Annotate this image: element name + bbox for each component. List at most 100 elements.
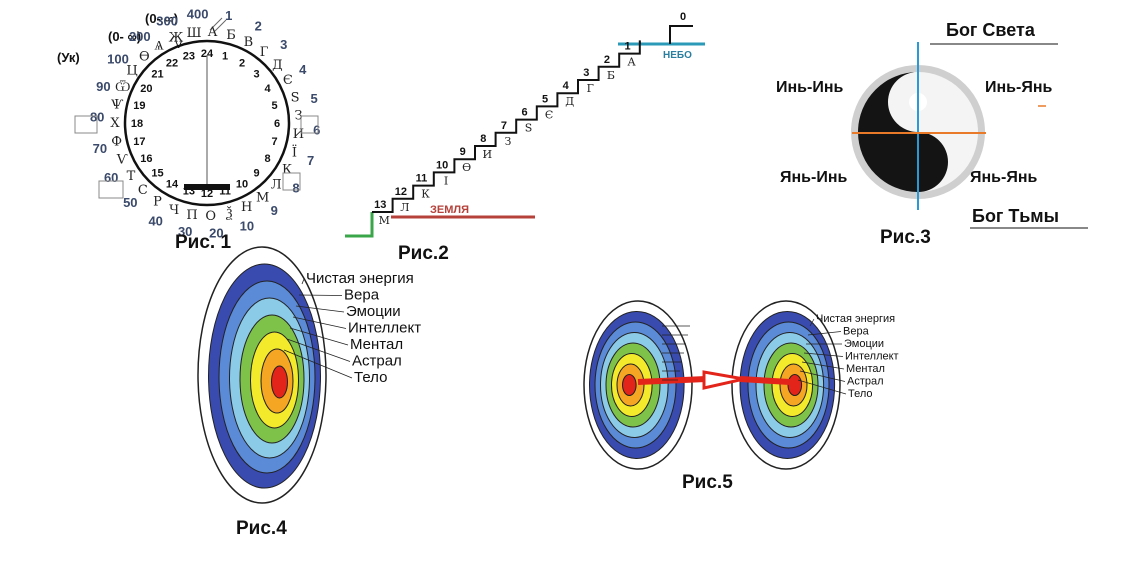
fig1-outer-number: 90 (96, 79, 110, 94)
fig2-caption: Рис.2 (398, 243, 449, 264)
fig5-leader-line (809, 318, 815, 327)
fig1-outer-number: 40 (148, 213, 162, 228)
fig2-step-number: 4 (563, 80, 570, 92)
fig1-hour-label: 1 (222, 50, 228, 62)
fig1-glyph: О (205, 209, 216, 224)
fig1-glyph: Ѱ (111, 98, 124, 113)
layer-ring (622, 374, 637, 396)
fig3-caption: Рис.3 (880, 227, 931, 248)
fig3-god-light: Бог Света (946, 20, 1036, 40)
fig2-step-glyph: І (444, 174, 448, 187)
fig1-glyph: Х (110, 116, 120, 131)
fig2-top-step (669, 25, 693, 44)
fig1-hour-label: 5 (272, 100, 278, 112)
fig5-layer-label: Астрал (847, 376, 884, 388)
fig1-glyph: К (282, 163, 292, 178)
fig2-step-glyph: К (421, 188, 430, 201)
fig2-step-glyph: Ѕ (525, 122, 533, 135)
fig5-layer-label: Вера (843, 326, 870, 338)
fig1-outer-number: 30 (178, 224, 192, 239)
fig1-glyph: Ї (292, 143, 297, 160)
fig1-outer-number: 5 (310, 91, 317, 106)
fig1-glyph: Б (226, 28, 236, 43)
fig2-step-glyph: З (504, 135, 511, 148)
fig1-outer-number: 8 (292, 181, 299, 196)
fig2-step-number: 2 (604, 54, 610, 66)
fig1-hour-label: 24 (201, 48, 214, 60)
fig1-glyph: Ѯ (226, 206, 233, 221)
fig1-outer-number: 4 (299, 62, 307, 77)
fig2-step-number: 13 (374, 199, 386, 211)
fig1-box-60 (98, 180, 124, 199)
fig5-leader-line (801, 361, 845, 370)
fig5-caption: Рис.5 (682, 472, 733, 493)
figure-2-stairs: ЗЕМЛЯ 0 НЕБО 13М12Л11К10І9Ѳ8И7З6Ѕ5Є4Д3Г2… (345, 11, 705, 264)
fig1-outer-number: 100 (107, 51, 129, 66)
fig2-step-number: 11 (416, 173, 428, 185)
fig5-link-arrow (702, 370, 745, 390)
fig4-leader-line (301, 278, 305, 285)
fig3-yin-yang: Инь-Янь (985, 79, 1052, 96)
fig1-outer-number: 1 (225, 8, 232, 23)
fig1-glyph: З (295, 109, 303, 124)
fig1-glyph: М (256, 190, 269, 205)
fig2-step-number: 7 (501, 120, 507, 132)
fig1-glyph: Ѕ (291, 90, 300, 105)
fig1-hour-label: 23 (183, 50, 195, 62)
fig1-outer-number: 60 (104, 170, 118, 185)
fig2-step-glyph: Є (545, 108, 553, 121)
fig2-step-number: 5 (542, 93, 548, 105)
fig1-hour-label: 7 (272, 136, 278, 148)
fig3-god-dark: Бог Тьмы (972, 206, 1059, 226)
fig2-step-glyph: Л (400, 201, 409, 214)
fig5-leader-line (797, 379, 847, 395)
fig4-caption: Рис.4 (236, 518, 287, 539)
fig2-step-glyph: М (379, 214, 390, 227)
fig1-glyph: Р (153, 195, 162, 210)
fig1-slash (209, 17, 223, 31)
fig1-glyph: В (244, 35, 254, 50)
fig4-leader-line (292, 316, 347, 329)
fig4-layer-label: Ментал (350, 336, 403, 353)
fig4-leader-line (286, 338, 351, 362)
fig1-box-90 (74, 115, 98, 134)
fig4-leader-line (289, 327, 349, 346)
fig1-hour-label: 9 (253, 168, 259, 180)
fig2-step-number: 10 (436, 159, 448, 171)
fig1-outer-number: 9 (271, 203, 278, 218)
fig1-caption: Рис. 1 (175, 232, 231, 253)
fig4-layer-label: Чистая энергия (306, 270, 414, 287)
fig1-glyph: Ѵ (117, 152, 129, 167)
fig1-circle (123, 39, 291, 207)
fig1-glyph: Ц (126, 64, 137, 79)
fig1-hour-label: 10 (236, 179, 248, 191)
fig5-link-right (739, 376, 791, 385)
fig2-step-number: 3 (583, 67, 589, 79)
fig1-glyph: С (138, 183, 148, 198)
fig2-sky-label: НЕБО (663, 50, 692, 61)
fig4-rings (197, 246, 327, 504)
fig2-green-base (345, 212, 374, 238)
fig1-glyph: Д (272, 58, 283, 73)
fig1-hour-label: 12 (201, 188, 213, 200)
fig3-yin-yin: Инь-Инь (776, 79, 843, 96)
fig1-outer-number: 50 (123, 195, 137, 210)
fig1-hour-label: 11 (219, 186, 231, 198)
fig1-glyph: Ѳ (139, 50, 150, 65)
fig1-glyph: Ѧ (154, 38, 164, 53)
fig5-layer-label: Эмоции (844, 338, 884, 350)
fig2-staircase (372, 40, 641, 213)
fig1-outer-number: 400 (187, 6, 209, 21)
fig5-leader-line (803, 352, 844, 357)
fig4-layer-label: Тело (354, 369, 387, 386)
fig1-glyph: Г (260, 45, 269, 60)
fig2-step-number: 1 (624, 41, 630, 53)
fig1-outer-number: 20 (209, 226, 223, 241)
fig1-hour-label: 20 (140, 83, 152, 95)
fig1-glyph: И (293, 127, 304, 142)
fig1-infinity-label: (0- ∞) (145, 11, 178, 26)
fig5-layer-label: Чистая энергия (816, 313, 895, 325)
